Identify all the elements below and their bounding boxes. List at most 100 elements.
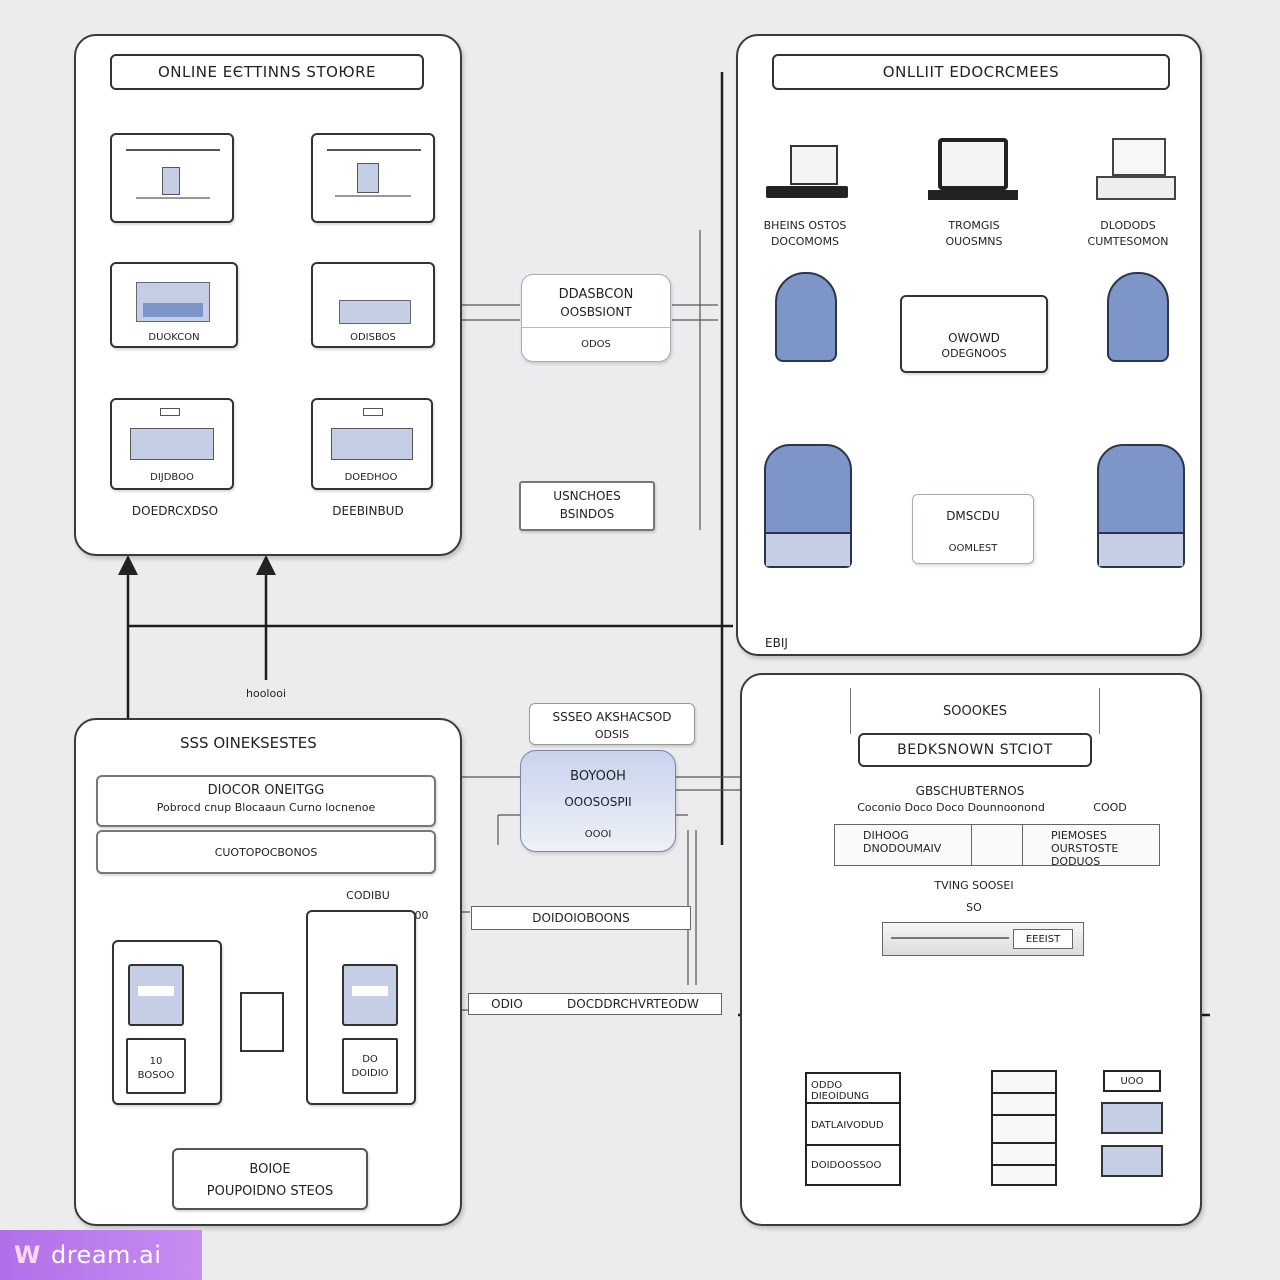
- device3-label: DLODODS: [1100, 219, 1156, 232]
- server-dome-icon: [1107, 272, 1169, 362]
- device1-label: BHEINS OSTOS: [763, 219, 847, 232]
- center-node-4: BOYOOH OOOSOSPII OOOI: [520, 750, 676, 852]
- watermark-badge: W dream.ai: [0, 1230, 202, 1280]
- center-node-3: SSSEO AKSHACSOD ODSIS: [529, 703, 695, 745]
- tablet-icon: [938, 138, 1008, 190]
- device-small-icon: [240, 992, 284, 1052]
- rb-mid-head: TVING SOOSEI: [934, 879, 1014, 892]
- rb-table-cell-1: DIHOOG DNODOUMAIV: [835, 825, 973, 865]
- tablet-stand-icon: [928, 190, 1018, 200]
- sss-header-bar: DIOCOR ONEITGG Pobrocd cnup Blocaaun Cur…: [96, 775, 436, 827]
- node1-title: DDASBCON: [558, 287, 634, 302]
- drive-icon: [1101, 1102, 1163, 1134]
- online-store-title: ONLINE EЄTTINNS STOЮRE: [110, 54, 424, 90]
- connector-strip-text: DOIDOIOBOONS: [532, 911, 630, 925]
- node1-code: ODOS: [581, 339, 611, 350]
- center-bottom-subtitle: OOMLEST: [948, 543, 998, 554]
- server-panel: [1099, 532, 1183, 566]
- rb-table-cell-3: PIEMOSES OURSTOSTE DODUOS: [1023, 825, 1159, 868]
- app-window-bar: [143, 303, 203, 317]
- sss-header-bold: DIOCOR ONEITGG: [207, 783, 325, 798]
- caption-right: DEEBINBUD: [332, 504, 404, 518]
- caption-left: DOEDRCXDSO: [131, 504, 219, 518]
- center-process-box: OWOWD ODEGNOOS: [900, 295, 1048, 373]
- device-tag-text: UOO: [1120, 1075, 1144, 1087]
- center-bottom-title: DMSCDU: [946, 509, 1000, 523]
- rb-title: SOOOKES: [943, 703, 1007, 719]
- node1-subtitle: OOSBSIONT: [560, 305, 632, 319]
- rb-section-code: COOD: [1093, 801, 1127, 814]
- rb-table-cell-1-sub: DNODOUMAIV: [863, 842, 942, 855]
- online-store-title-text: ONLINE EЄTTINNS STOЮRE: [157, 63, 377, 81]
- app-window-icon: [136, 282, 210, 322]
- rb-section-sub: Coconio Doco Doco Dounnoonond: [857, 801, 1045, 814]
- rack-label-3: DOIDOOSSOO: [811, 1160, 882, 1171]
- sss-side-label: CODIBU: [346, 889, 390, 902]
- monitor-left: [110, 133, 234, 223]
- server-dome-icon: [775, 272, 837, 362]
- device-right-label: DOIDIO: [351, 1068, 389, 1079]
- bottom-bar: ODIO DOCDDRCHVRTEODW: [468, 993, 722, 1015]
- sss-bottom-subtitle: POUPOIDNO STEOS: [206, 1184, 334, 1199]
- app-window-icon: [339, 300, 411, 324]
- monitor-right: [311, 133, 435, 223]
- monitor-right-base: [335, 195, 411, 197]
- online-ecommerce-title: ONLLIIT EDOCRCMEES: [772, 54, 1170, 90]
- center-node-1: DDASBCON OOSBSIONT ODOS: [521, 274, 671, 362]
- server-rack-icon: ODDO DIEOIDUNG DATLAIVODUD DOIDOOSSOO: [805, 1072, 901, 1186]
- monitor-screen-icon: [162, 167, 180, 195]
- row2-left-label: DUOKCON: [148, 332, 200, 343]
- rb-slider-track: [891, 937, 1009, 939]
- rb-subtitle: BEDKSNOWN STCIOT: [897, 742, 1053, 758]
- display-tab-icon: [363, 408, 383, 416]
- sss-bar2: CUOTOPOCBONOS: [96, 830, 436, 874]
- rb-slider-value: EEEIST: [1013, 929, 1073, 949]
- node1-divider: [522, 327, 670, 328]
- node4-code: OOOI: [584, 829, 612, 840]
- device-left-label: BOSOO: [137, 1070, 175, 1081]
- tower-divider: [993, 1142, 1055, 1144]
- node4-subtitle: OOOSOSPII: [564, 795, 632, 809]
- sss-bottom-box: BOIOE POUPOIDNO STEOS: [172, 1148, 368, 1210]
- process-title: OWOWD: [948, 331, 1000, 345]
- row3-left-label: DIJDBOO: [150, 472, 194, 483]
- laptop-icon: [790, 145, 838, 185]
- rb-mid-code: SO: [966, 901, 982, 914]
- display-tab-icon: [160, 408, 180, 416]
- device2-label: TROMGIS: [948, 219, 1000, 232]
- printer-icon: [1112, 138, 1166, 176]
- device-left-panel: [126, 1038, 186, 1094]
- bottom-bar-right: DOCDDRCHVRTEODW: [567, 997, 699, 1011]
- row2-right-label: ODISBOS: [350, 332, 396, 343]
- rack-divider: [807, 1102, 899, 1104]
- rack-divider: [807, 1144, 899, 1146]
- device-right: DO DOIDIO: [306, 910, 416, 1105]
- window-box-left: DUOKCON: [110, 262, 238, 348]
- device-tag: UOO: [1103, 1070, 1161, 1092]
- connector-strip: DOIDOIOBOONS: [471, 906, 691, 930]
- device-screen-icon: [342, 964, 398, 1026]
- sss-bottom-title: BOIOE: [249, 1162, 291, 1177]
- device-left-code: 10: [149, 1056, 163, 1067]
- node3-subtitle: ODSIS: [594, 728, 630, 741]
- rack-label-1: ODDO DIEOIDUNG: [811, 1080, 870, 1102]
- server-panel: [766, 532, 850, 566]
- junction-label: hoolooi: [245, 687, 287, 700]
- server-large-icon: [1097, 444, 1185, 568]
- display-box-left: DIJDBOO: [110, 398, 234, 490]
- process-subtitle: ODEGNOOS: [941, 347, 1007, 360]
- node4-title: BOYOOH: [570, 769, 626, 784]
- center-node-2: USNCHOES BSINDOS: [519, 481, 655, 531]
- online-ecommerce-title-text: ONLLIIT EDOCRCMEES: [882, 63, 1060, 81]
- monitor-left-bar: [126, 149, 220, 151]
- bottom-bar-left: ODIO: [491, 997, 523, 1011]
- display-screen-icon: [331, 428, 413, 460]
- watermark-logo-icon: W: [14, 1241, 41, 1269]
- rb-table-cell-3-title: PIEMOSES: [1050, 829, 1107, 842]
- printer-base-icon: [1096, 176, 1176, 200]
- server-tower-icon: [991, 1070, 1057, 1186]
- rack-label-2: DATLAIVODUD: [811, 1120, 884, 1131]
- device-right-code: DO: [362, 1054, 378, 1065]
- device3-sublabel: CUMTESOMON: [1087, 235, 1169, 248]
- rb-table-cell-3-sub: OURSTOSTE DODUOS: [1050, 842, 1119, 868]
